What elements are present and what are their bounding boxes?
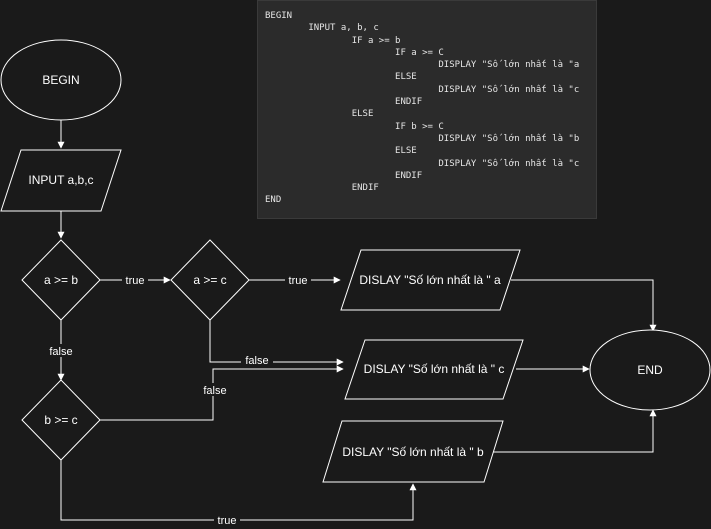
decision-a-ge-b-label: a >= b	[44, 273, 78, 287]
pseudocode-line: DISPLAY "Số lớn nhất là "b	[265, 133, 580, 144]
pseudocode-line: DISPLAY "Số lớn nhất là "c	[265, 158, 580, 169]
pseudocode-text: BEGIN INPUT a, b, c IF a >= b IF a >= C …	[258, 1, 596, 207]
node-end: END	[589, 329, 711, 411]
input-label: INPUT a,b,c	[28, 173, 93, 187]
output-b-label: DISLAY "Số lớn nhất là " b	[342, 445, 484, 459]
pseudocode-line: BEGIN	[265, 11, 293, 21]
node-input: INPUT a,b,c	[0, 149, 122, 212]
output-c-label: DISLAY "Số lớn nhất là " c	[364, 362, 505, 376]
pseudocode-line: ELSE	[265, 72, 417, 83]
pseudocode-line: ELSE	[265, 146, 417, 157]
edge-label-ab-false: false	[49, 346, 72, 358]
pseudocode-line: IF a >= b	[265, 35, 401, 46]
edge-outb-end	[484, 409, 657, 453]
decision-b-ge-c-label: b >= c	[44, 413, 77, 427]
edge-label-ab-true: true	[126, 275, 145, 287]
pseudocode-line: IF b >= C	[265, 121, 444, 132]
decision-b-ge-c: b >= c	[21, 379, 101, 461]
output-a: DISLAY "Số lớn nhất là " a	[340, 249, 521, 311]
pseudocode-line: ENDIF	[265, 183, 379, 194]
pseudocode-line: ELSE	[265, 109, 374, 120]
node-begin: BEGIN	[0, 39, 122, 121]
end-label: END	[637, 363, 663, 377]
edge-label-bc-false: false	[203, 385, 226, 397]
edge-outa-end	[511, 279, 657, 332]
pseudocode-line: ENDIF	[265, 170, 423, 181]
pseudocode-line: DISPLAY "Số lớn nhất là "a	[265, 60, 580, 71]
decision-a-ge-b: a >= b	[21, 239, 101, 321]
decision-a-ge-c-label: a >= c	[193, 273, 226, 287]
edge-label-ac-true: true	[289, 275, 308, 287]
begin-label: BEGIN	[42, 73, 79, 87]
edge-label-ac-false: false	[245, 355, 268, 367]
pseudocode-line: DISPLAY "Số lớn nhất là "c	[265, 84, 580, 95]
pseudocode-line: INPUT a, b, c	[265, 23, 379, 34]
pseudocode-panel: BEGIN INPUT a, b, c IF a >= b IF a >= C …	[257, 0, 597, 219]
output-a-label: DISLAY "Số lớn nhất là " a	[359, 273, 501, 287]
output-b: DISLAY "Số lớn nhất là " b	[322, 420, 504, 483]
pseudocode-line: END	[265, 195, 282, 206]
output-c: DISLAY "Số lớn nhất là " c	[344, 339, 524, 400]
edge-labels: true true false false false true	[45, 273, 311, 527]
edge-label-bc-true: true	[218, 515, 237, 527]
decision-a-ge-c: a >= c	[170, 239, 250, 321]
pseudocode-line: IF a >= C	[265, 47, 444, 58]
edge-ac-outc	[209, 320, 344, 366]
pseudocode-line: ENDIF	[265, 97, 423, 108]
